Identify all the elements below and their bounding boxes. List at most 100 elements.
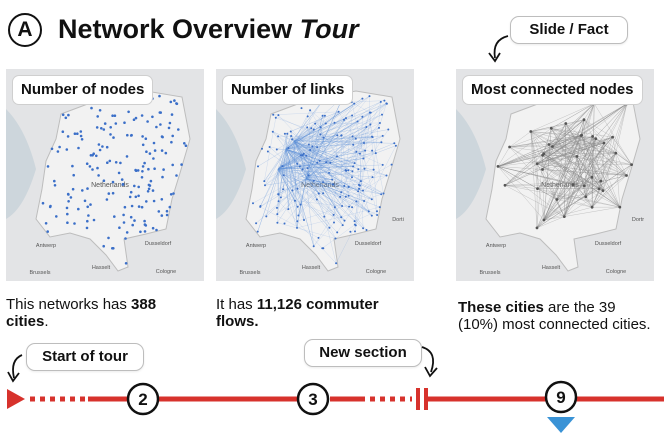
city-node <box>347 169 350 172</box>
caption-most-connected: These cities are the 39 (10%) most conne… <box>458 299 653 333</box>
city-node <box>97 174 100 177</box>
flow-link <box>283 175 298 222</box>
city-node <box>86 205 89 209</box>
flow-link <box>277 168 301 205</box>
flow-link <box>285 103 355 150</box>
city-node <box>345 117 347 120</box>
place-name: Dusseldorf <box>355 241 382 247</box>
city-node <box>618 205 622 209</box>
flow-link <box>305 178 380 208</box>
city-node <box>385 102 388 105</box>
flow-link <box>285 148 355 222</box>
flow-link <box>592 136 605 144</box>
flow-link <box>548 144 593 178</box>
city-node <box>356 120 359 123</box>
flow-link <box>297 136 373 207</box>
flow-link <box>576 156 600 189</box>
flow-link <box>543 153 604 191</box>
flow-link <box>277 166 354 170</box>
flow-link <box>293 140 369 212</box>
city-node <box>145 200 148 203</box>
flow-link <box>602 175 627 191</box>
city-node <box>107 236 110 240</box>
step-3-button[interactable]: 3 <box>296 382 330 416</box>
city-node <box>101 145 104 148</box>
flow-link <box>543 153 620 208</box>
city-node <box>291 138 294 141</box>
flow-link <box>583 119 587 197</box>
place-name: Dortr <box>632 217 644 223</box>
city-node <box>582 118 586 122</box>
tour-start-marker[interactable] <box>7 389 25 409</box>
flow-link <box>277 168 343 207</box>
flow-link <box>564 142 605 217</box>
city-node <box>168 205 172 209</box>
flow-link <box>323 114 383 138</box>
flow-link <box>293 140 353 172</box>
flow-link <box>283 175 333 180</box>
flow-link <box>293 103 387 142</box>
flow-link <box>551 128 613 138</box>
city-node <box>112 136 115 139</box>
flow-link <box>497 166 585 187</box>
flow-link <box>551 128 600 189</box>
tour-timeline: 2 3 9 <box>7 346 664 433</box>
city-node <box>312 245 315 248</box>
flow-link <box>296 206 380 229</box>
flow-link <box>285 148 303 156</box>
flow-link <box>354 168 365 222</box>
city-node <box>591 135 594 138</box>
flow-link <box>543 136 613 221</box>
city-node <box>597 187 601 191</box>
flow-link <box>309 110 326 124</box>
city-node <box>276 213 279 216</box>
city-node <box>264 184 266 187</box>
flow-link <box>542 169 565 217</box>
flow-link <box>497 166 565 217</box>
flow-link <box>537 134 582 164</box>
flow-link <box>543 177 593 221</box>
city-node <box>594 137 598 141</box>
flow-link <box>285 148 298 222</box>
city-node <box>169 100 173 104</box>
start-arrow-icon <box>12 354 23 379</box>
flow-link <box>543 206 593 221</box>
flow-link <box>293 127 308 142</box>
flow-link <box>293 140 342 218</box>
flow-link <box>334 191 359 208</box>
city-node <box>275 148 278 151</box>
flow-link <box>564 142 605 217</box>
flow-link <box>537 142 605 164</box>
flow-link <box>285 98 363 150</box>
city-node <box>123 205 127 209</box>
city-node <box>319 126 322 129</box>
flow-link <box>293 140 345 187</box>
city-node <box>79 130 83 133</box>
city-node <box>134 195 138 199</box>
flow-link <box>278 194 345 221</box>
city-node <box>541 153 544 157</box>
city-node <box>180 163 183 166</box>
city-node <box>299 203 302 206</box>
flow-link <box>548 138 596 145</box>
city-node <box>306 167 309 170</box>
city-node <box>337 110 340 113</box>
flow-link <box>305 96 344 180</box>
city-node <box>303 219 305 221</box>
city-node <box>322 181 324 184</box>
city-node <box>119 161 122 165</box>
step-9-button[interactable]: 9 <box>544 380 578 414</box>
city-node <box>549 126 553 130</box>
city-node <box>160 149 164 152</box>
city-node <box>53 179 56 183</box>
flow-link <box>537 142 605 164</box>
flow-link <box>290 131 295 142</box>
step-2-button[interactable]: 2 <box>126 382 160 416</box>
flow-link <box>556 199 565 217</box>
city-node <box>143 161 146 165</box>
flow-link <box>591 188 600 208</box>
flow-link <box>591 190 604 208</box>
city-node <box>359 180 362 183</box>
flow-link <box>497 135 582 167</box>
city-node <box>590 205 594 209</box>
